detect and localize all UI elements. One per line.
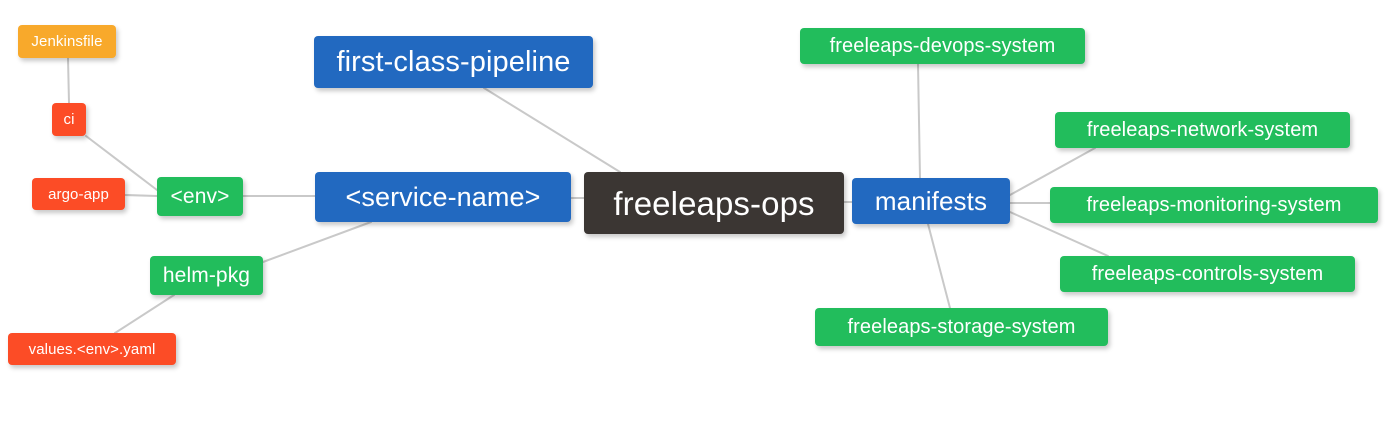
node-label: argo-app	[48, 185, 109, 203]
edge-first-class-pipeline-to-freeleaps-ops	[483, 87, 621, 173]
node-label: first-class-pipeline	[336, 45, 571, 78]
edge-service-name-to-helm-pkg	[262, 221, 372, 263]
edge-jenkinsfile-to-ci	[67, 57, 70, 104]
node-label: freeleaps-ops	[613, 184, 815, 222]
node-freeleaps-controls-system[interactable]: freeleaps-controls-system	[1060, 256, 1355, 292]
node-label: freeleaps-monitoring-system	[1086, 194, 1342, 216]
node-ci[interactable]: ci	[52, 103, 86, 136]
node-first-class-pipeline[interactable]: first-class-pipeline	[314, 36, 593, 88]
node-label: Jenkinsfile	[31, 33, 103, 50]
node-label: helm-pkg	[162, 264, 251, 287]
node-values-yaml[interactable]: values.<env>.yaml	[8, 333, 176, 365]
node-label: values.<env>.yaml	[28, 340, 156, 358]
node-env[interactable]: <env>	[157, 177, 243, 216]
edge-argo-app-to-env	[124, 194, 158, 197]
node-label: <service-name>	[345, 181, 541, 212]
node-freeleaps-storage-system[interactable]: freeleaps-storage-system	[815, 308, 1108, 346]
node-label: <env>	[170, 185, 230, 208]
edge-manifests-to-freeleaps-devops-system	[917, 63, 921, 179]
node-freeleaps-monitoring-system[interactable]: freeleaps-monitoring-system	[1050, 187, 1378, 223]
node-label: freeleaps-storage-system	[847, 316, 1076, 338]
node-helm-pkg[interactable]: helm-pkg	[150, 256, 263, 295]
edge-manifests-to-freeleaps-storage-system	[927, 223, 951, 309]
node-freeleaps-ops[interactable]: freeleaps-ops	[584, 172, 844, 234]
node-freeleaps-network-system[interactable]: freeleaps-network-system	[1055, 112, 1350, 148]
node-label: freeleaps-network-system	[1086, 119, 1319, 141]
node-label: freeleaps-devops-system	[829, 35, 1056, 57]
node-label: manifests	[874, 186, 988, 216]
node-manifests[interactable]: manifests	[852, 178, 1010, 224]
node-label: freeleaps-controls-system	[1091, 263, 1324, 285]
node-freeleaps-devops-system[interactable]: freeleaps-devops-system	[800, 28, 1085, 64]
node-label: ci	[63, 111, 75, 128]
node-argo-app[interactable]: argo-app	[32, 178, 125, 210]
edge-helm-pkg-to-values-yaml	[114, 294, 175, 334]
node-service-name[interactable]: <service-name>	[315, 172, 571, 222]
node-jenkinsfile[interactable]: Jenkinsfile	[18, 25, 116, 58]
